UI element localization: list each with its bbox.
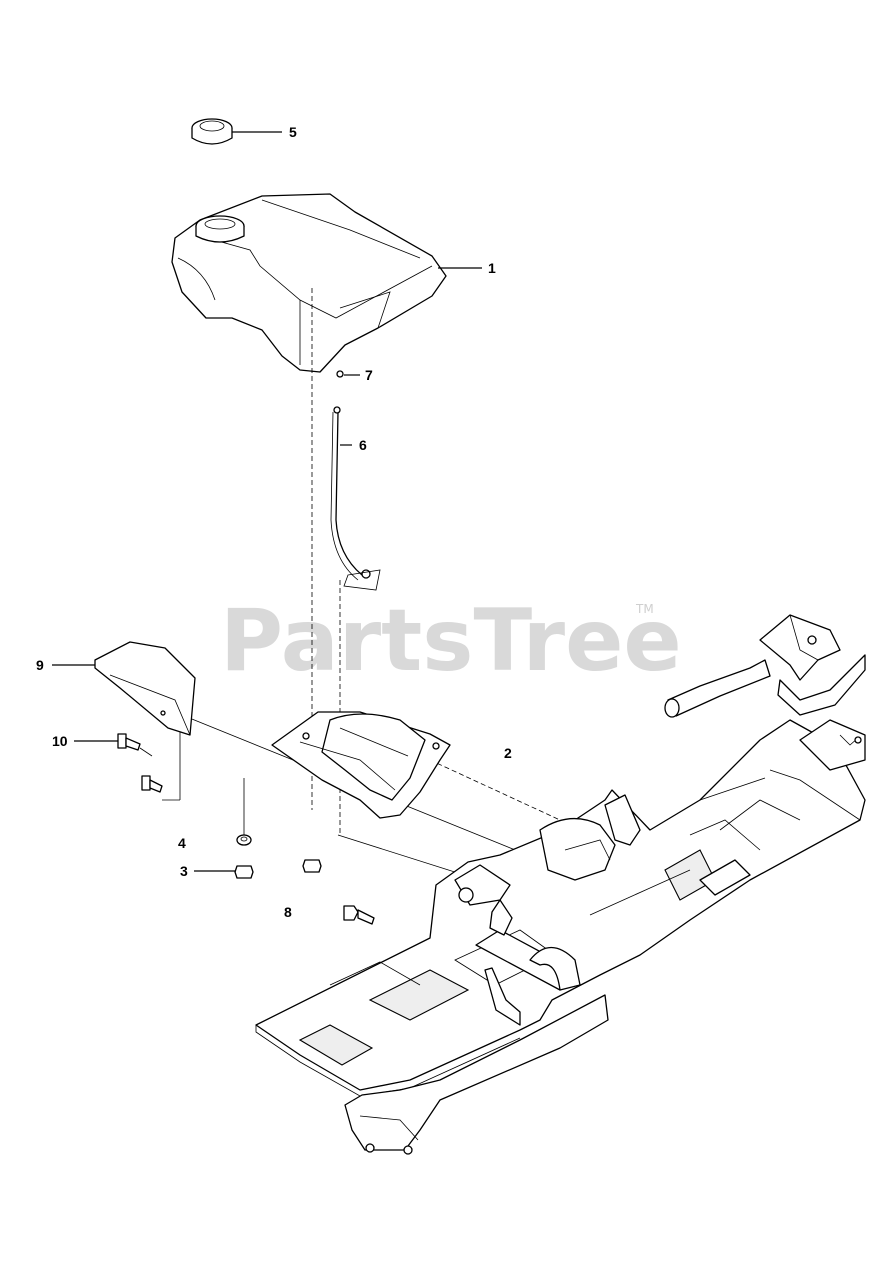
callout-6: 6 [359,437,367,453]
callout-4: 4 [178,835,186,851]
callout-3: 3 [180,863,188,879]
nut-part [234,859,322,879]
washer-part [236,834,252,846]
callout-10: 10 [52,733,68,749]
callout-leaders [52,131,482,872]
tank-bracket-part [271,711,451,819]
watermark-text: PartsTree [220,591,682,691]
bolt-part [343,905,375,925]
cover-plate-part [94,641,196,736]
steering-handle [664,614,866,718]
callout-2: 2 [504,745,512,761]
screw-part [117,733,163,793]
fuel-cap-part [191,118,233,145]
callout-1: 1 [488,260,496,276]
chassis-frame [255,719,866,1155]
callout-5: 5 [289,124,297,140]
fuel-hose-part [330,406,381,591]
watermark-trademark: TM [635,602,654,616]
callout-9: 9 [36,657,44,673]
frame-right-section [799,719,866,771]
callout-8: 8 [284,904,292,920]
fuel-tank-part [171,193,447,373]
hose-clamp-part [336,370,344,378]
callout-7: 7 [365,367,373,383]
